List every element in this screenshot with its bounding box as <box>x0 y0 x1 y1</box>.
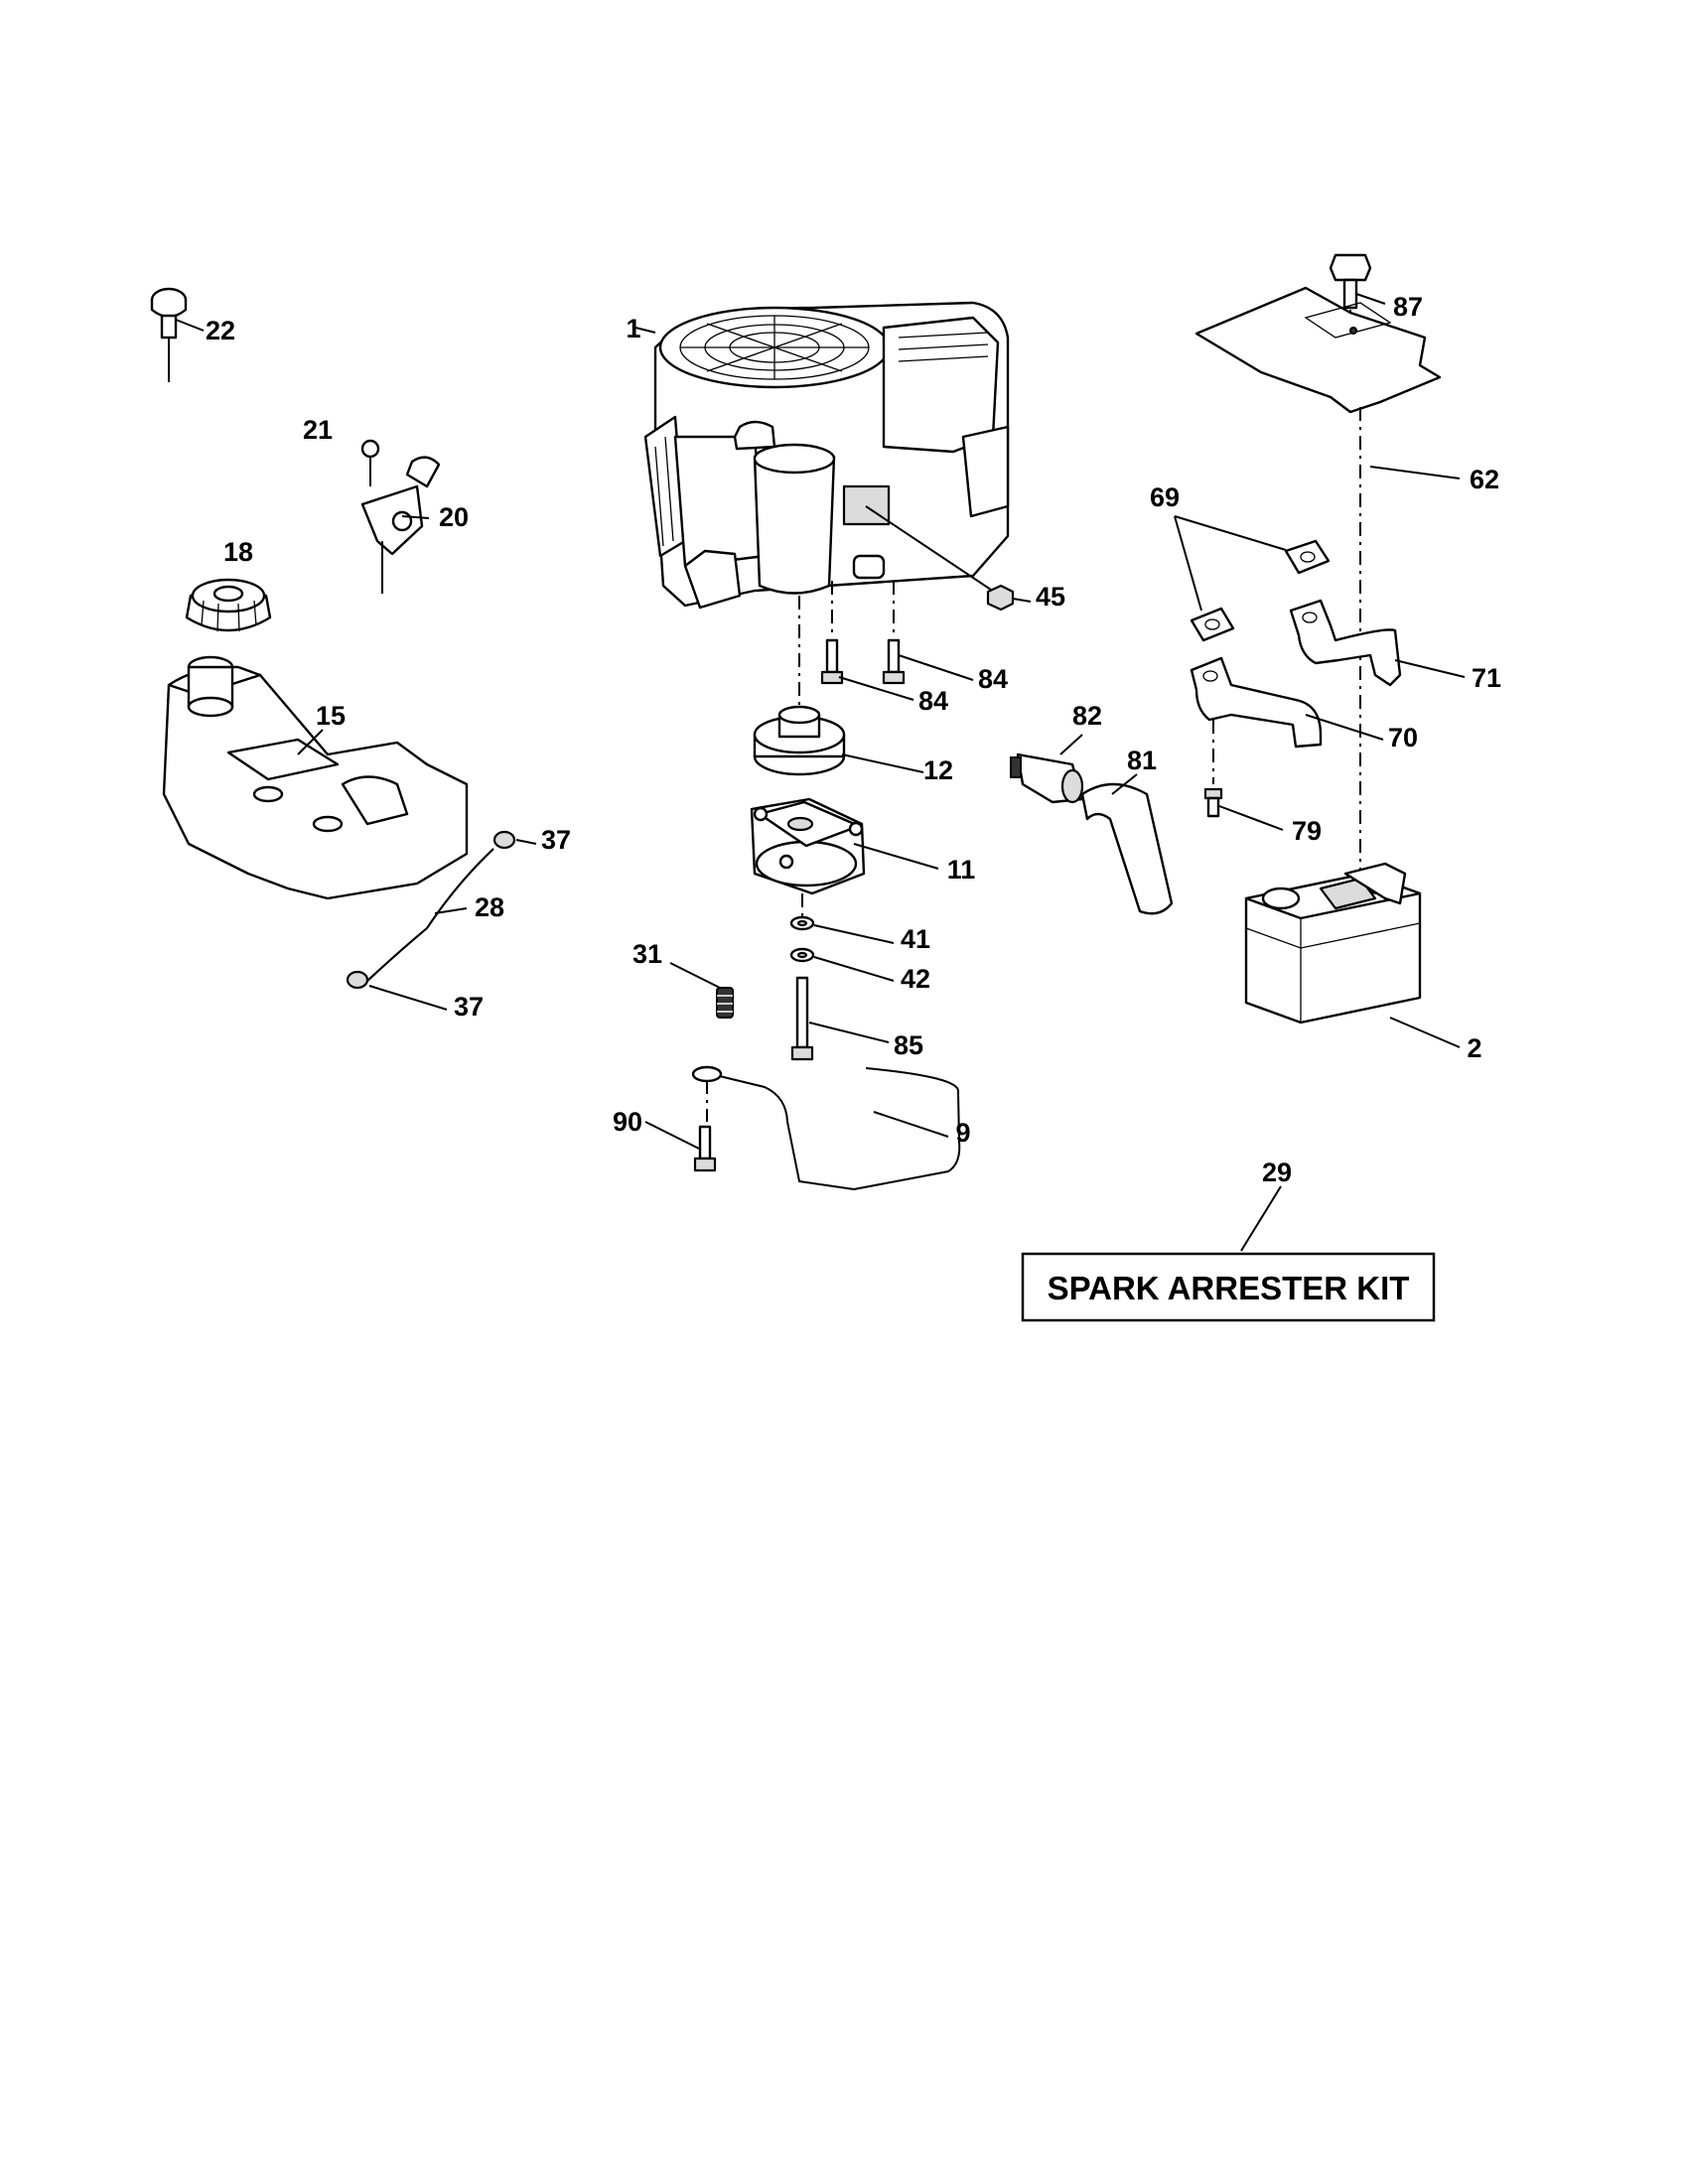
part-18-fuel-cap <box>185 578 272 632</box>
callout-81: 81 <box>1127 746 1157 775</box>
kit-box <box>1021 1252 1436 1322</box>
part-62-heat-shield <box>1194 286 1461 479</box>
part-11-clutch <box>750 797 939 895</box>
callout-45: 45 <box>1036 582 1065 612</box>
part-12-pulley <box>753 596 924 776</box>
callout-82: 82 <box>1072 701 1102 731</box>
part-45-nut <box>986 584 1032 612</box>
callout-9: 9 <box>955 1118 970 1148</box>
callout-84a: 84 <box>918 686 948 716</box>
callout-90: 90 <box>613 1107 642 1137</box>
callout-31: 31 <box>632 939 662 969</box>
part-15-fuel-tank <box>162 655 469 900</box>
callout-21: 21 <box>303 415 333 445</box>
callout-37a: 37 <box>541 825 571 855</box>
callout-12: 12 <box>923 755 953 785</box>
callout-42: 42 <box>901 964 930 994</box>
part-1-engine <box>634 301 1010 610</box>
part-41-42-85-hardware <box>789 893 895 1061</box>
callout-41: 41 <box>901 924 930 954</box>
part-31-spring <box>669 962 734 1019</box>
part-90-bolt <box>644 1080 717 1172</box>
callout-15: 15 <box>316 701 346 731</box>
callout-2: 2 <box>1467 1033 1481 1063</box>
part-2-muffler <box>1244 862 1461 1048</box>
part-82-81-breather <box>1010 734 1174 915</box>
callout-62: 62 <box>1470 465 1499 494</box>
callout-18: 18 <box>223 537 253 567</box>
kit-label: SPARK ARRESTER KIT <box>1048 1270 1410 1306</box>
part-70-exhaust-pipe <box>1190 656 1384 784</box>
part-84-bolts <box>820 581 974 701</box>
part-28-fuel-line <box>346 830 537 1011</box>
callout-28: 28 <box>475 892 504 922</box>
callout-70: 70 <box>1388 723 1418 752</box>
callout-11: 11 <box>947 855 976 885</box>
callout-71: 71 <box>1472 663 1501 693</box>
callout-69: 69 <box>1150 482 1180 512</box>
part-71-exhaust-pipe <box>1289 599 1466 687</box>
callout-22: 22 <box>206 316 235 345</box>
part-22-knob <box>150 287 205 382</box>
callout-37b: 37 <box>454 992 484 1022</box>
part-87-knob <box>1329 253 1386 328</box>
callout-84b: 84 <box>978 664 1008 694</box>
callout-20: 20 <box>439 502 469 532</box>
callout-79: 79 <box>1292 816 1322 846</box>
callout-labels: 1 2 9 11 12 15 18 20 21 22 28 29 31 37 3… <box>206 292 1501 1187</box>
part-9-rod <box>691 1065 961 1191</box>
callout-87: 87 <box>1393 292 1423 322</box>
part-20-bracket <box>360 439 441 594</box>
callout-29: 29 <box>1262 1158 1292 1187</box>
part-79-bolt <box>1203 787 1284 831</box>
part-69-gaskets <box>1174 515 1331 642</box>
callout-85: 85 <box>894 1030 923 1060</box>
callout-1: 1 <box>626 314 640 343</box>
part-29-spark-arrester: SPARK ARRESTER KIT <box>1021 1185 1436 1322</box>
